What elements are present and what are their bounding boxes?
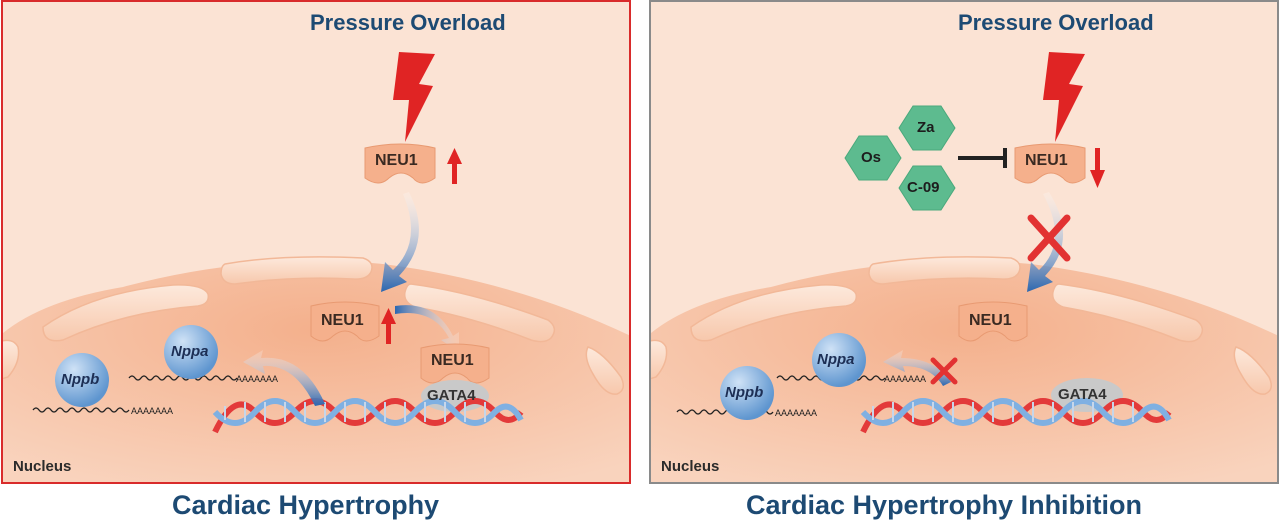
gata4-label: GATA4 [1058,386,1107,403]
dna-helix [860,398,1172,434]
hexagon-za [898,105,956,151]
nppb-label: Nppb [61,371,100,388]
panel-cardiac-hypertrophy-inhibition: AAAAAAA AAAAAAA Pressure Overload Za Os … [649,0,1279,484]
mrna-nppb [32,407,130,413]
nppa-label: Nppa [171,343,209,360]
down-arrow-icon [1090,148,1105,188]
nucleus-label: Nucleus [661,458,720,475]
neu1-protein-bound [420,343,490,384]
nppa-gene-ball [812,333,866,387]
transcription-arrow [243,350,325,406]
neu1-protein-cytoplasm [364,143,436,184]
nppb-label: Nppb [725,384,764,401]
panel-cardiac-hypertrophy: AAAAAAA AAAAAAA Pressure Overload NEU1 N… [1,0,631,484]
stimulus-label: Pressure Overload [310,10,506,35]
svg-text:AAAAAAA: AAAAAAA [131,406,173,416]
mrna-nppa [128,375,238,381]
caption-right: Cardiac Hypertrophy Inhibition [746,490,1143,520]
neu1-bound-label: NEU1 [431,352,474,369]
binding-arrow [395,305,459,352]
dna-helix [212,398,524,434]
inhibition-bar [958,148,1007,168]
up-arrow-icon [381,308,396,344]
svg-text:AAAAAAA: AAAAAAA [775,408,817,418]
nucleus-label: Nucleus [13,458,72,475]
inhibitor-c09-label: C-09 [907,179,940,196]
stimulus-label: Pressure Overload [958,10,1154,35]
nppa-label: Nppa [817,351,855,368]
neu1-protein-nuclear [310,301,380,342]
gata4-label: GATA4 [427,387,476,404]
neu1-nuclear-label: NEU1 [969,312,1012,329]
transcription-arrow [883,350,951,386]
inhibitor-za-label: Za [917,119,935,136]
nppa-gene-ball [164,325,218,379]
nuclear-membrane [3,256,624,395]
right-diagram-graphic: AAAAAAA AAAAAAA [651,52,1277,482]
block-x-icon [930,357,958,385]
translocation-arrow [381,192,419,292]
block-x-icon [1027,214,1071,262]
hexagon-c09 [898,165,956,211]
inhibitor-os-label: Os [861,149,882,166]
svg-text:AAAAAAA: AAAAAAA [236,374,278,384]
up-arrow-icon [447,148,462,184]
neu1-cytoplasm-label: NEU1 [375,152,418,169]
nppb-gene-ball [720,366,774,420]
nppb-gene-ball [55,353,109,407]
hexagon-os [844,135,902,181]
neu1-protein-cytoplasm [1014,143,1086,184]
left-diagram-graphic: AAAAAAA AAAAAAA [3,52,629,482]
svg-text:AAAAAAA: AAAAAAA [884,374,926,384]
neu1-nuclear-label: NEU1 [321,312,364,329]
lightning-icon [393,52,435,142]
inhibitor-hexagons [844,105,956,211]
translocation-arrow [1027,192,1064,292]
lightning-icon [1043,52,1085,142]
caption-left: Cardiac Hypertrophy [172,490,440,520]
nuclear-membrane [651,256,1272,395]
neu1-cytoplasm-label: NEU1 [1025,152,1068,169]
neu1-protein-nuclear [958,301,1028,342]
